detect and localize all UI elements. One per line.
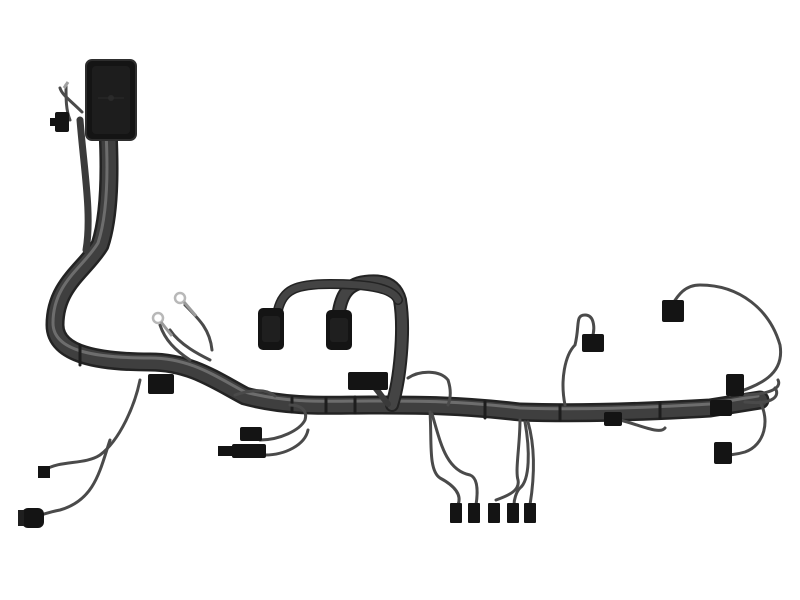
connector-left-small [38,466,50,478]
trunk-highlight [51,130,760,411]
connector-right-mid [726,374,744,396]
ring-terminals [62,81,198,337]
thin-wires [33,83,783,520]
ring-terminal-2 [173,291,187,305]
connector-stacked-1 [240,427,262,441]
connector-lower-left-round [18,508,44,528]
injector-connectors [450,503,536,523]
upper-branch-loom [76,116,92,254]
connector-right-top [662,300,684,322]
main-trunk-loom [45,116,770,423]
connector-top-left [55,112,69,132]
connector-stacked-2 [232,444,266,458]
connector-arch-left [258,308,284,350]
connectors [18,59,744,528]
connector-left-center [148,374,174,394]
ecu-module [85,59,137,141]
connector-right-top-small [582,334,604,352]
connector-center [348,372,388,390]
connector-right-bottom [714,442,732,464]
ring-terminal-1 [151,311,165,325]
arch-branch-loom [273,274,410,412]
connector-trunk-mid [604,412,622,426]
trunk-shadow [45,120,770,423]
connector-arch-right [326,310,352,350]
trunk-body [48,123,767,420]
connector-right-trunk-end [710,400,732,416]
